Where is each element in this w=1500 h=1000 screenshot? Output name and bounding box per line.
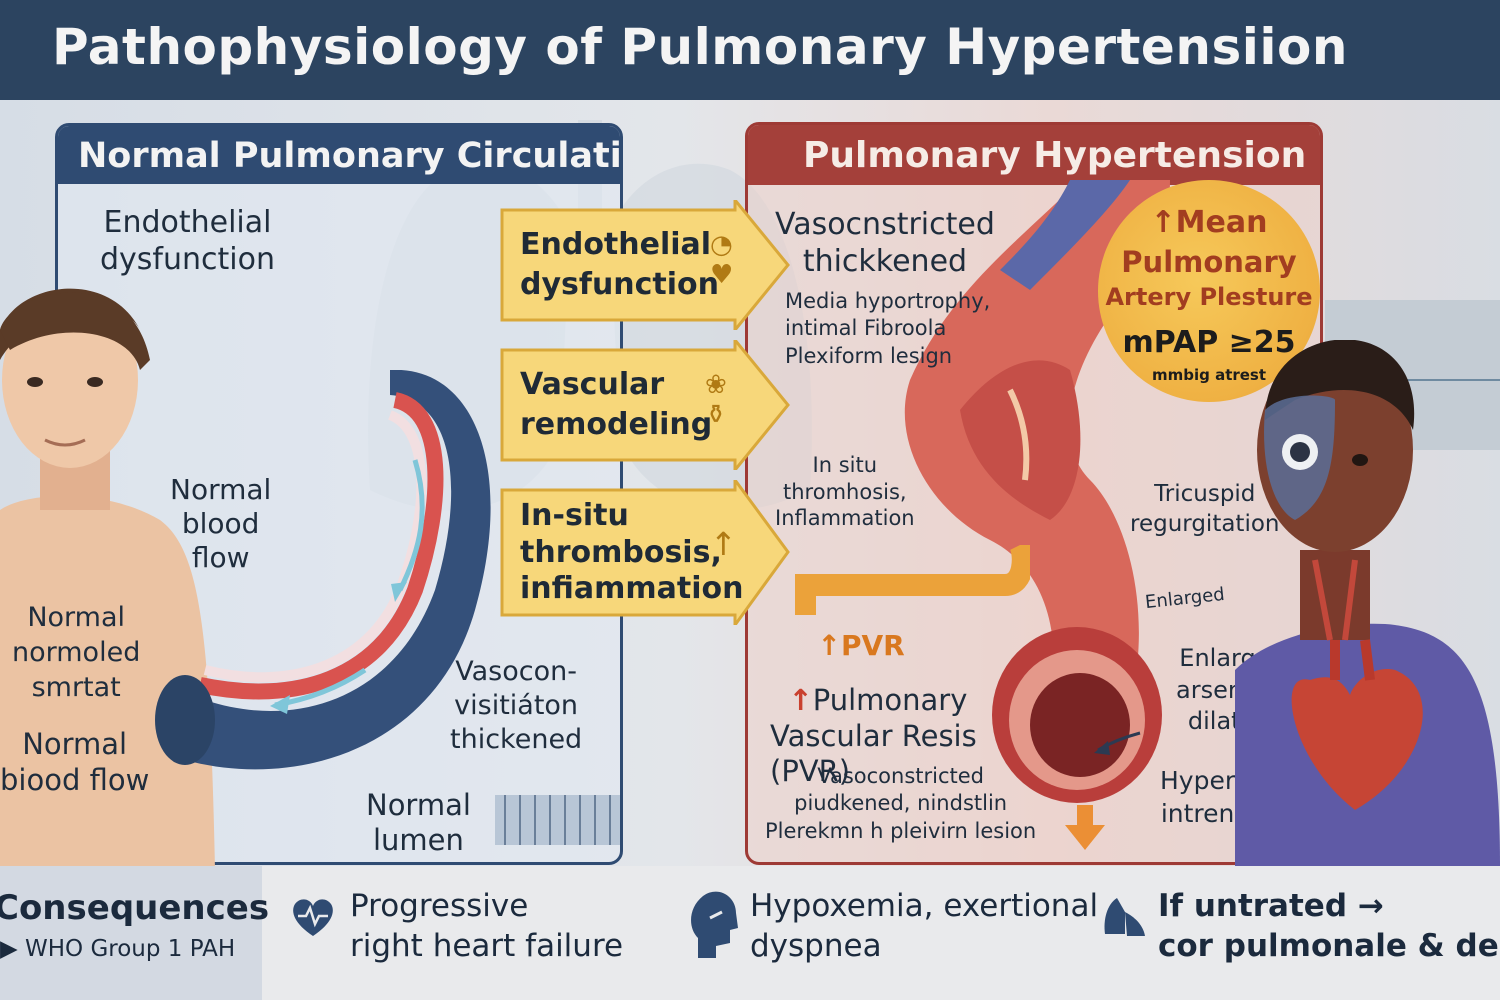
label-normal-lumen: Normal lumen xyxy=(366,788,471,857)
label-normal-blood-flow-2: Normal biood flow xyxy=(0,727,150,798)
label-vasoconstricted-thickened: Vasocnstricted thickkened xyxy=(775,207,995,279)
ph-panel-title-bar: Pulmonary Hypertension xyxy=(748,125,1320,185)
label-endothelial-normal: Endothelial dysfunction xyxy=(100,205,275,277)
mechanism-arrow-shape xyxy=(500,200,790,330)
mechanism-thrombosis-inflammation: In-situ thrombosis, infiammation ↑ xyxy=(500,480,790,625)
normal-panel-title: Normal Pulmonary Circulation xyxy=(78,136,623,176)
mpap-badge: ↑Mean Pulmonary Artery Plesture mPAP ≥25… xyxy=(1098,180,1320,402)
cells-icon: ❀⚱ xyxy=(705,370,727,430)
pvr-up-icon: ↑ xyxy=(817,629,841,663)
ph-patient-illustration xyxy=(1235,340,1500,866)
play-icon: ▶ xyxy=(0,936,25,962)
ph-panel-title: Pulmonary Hypertension xyxy=(803,135,1307,176)
consequences-title-column: Consequences ▶ WHO Group 1 PAH xyxy=(0,866,269,1000)
label-pvr-full: ↑Pulmonary Vascular Resis (PVR) xyxy=(770,683,977,789)
mechanism-label: Vascular remodeling xyxy=(520,367,713,442)
mpap-line1: ↑Mean xyxy=(1150,205,1268,240)
consequence-cor-pulmonale: If untrated → cor pulmonale & death xyxy=(1158,888,1500,965)
page-title: Pathophysiology of Pulmonary Hypertensii… xyxy=(52,18,1348,76)
head-profile-icon xyxy=(691,891,738,958)
consequences-footer: Consequences ▶ WHO Group 1 PAH Progressi… xyxy=(0,866,1500,1000)
consequences-subtitle: ▶ WHO Group 1 PAH xyxy=(0,936,236,962)
down-arrow-icon xyxy=(1065,805,1105,850)
mechanism-arrow-shape xyxy=(500,340,790,470)
normal-person-illustration xyxy=(0,288,215,870)
label-normal-normoled: Normal normoled smrtat xyxy=(12,602,141,704)
label-vasocon-thickened: Vasocon- visitiáton thickened xyxy=(450,656,583,755)
pvr-full-up-icon: ↑ xyxy=(788,683,813,718)
lung-icon xyxy=(1104,898,1145,936)
mechanism-vascular-remodeling: Vascular remodeling ❀⚱ xyxy=(500,340,790,470)
mpap-up-icon: ↑ xyxy=(1150,205,1176,240)
mechanism-arrow-shape xyxy=(500,480,790,625)
header-bar: Pathophysiology of Pulmonary Hypertensii… xyxy=(0,0,1500,100)
heart-ecg-icon xyxy=(293,899,333,936)
label-normal-blood-flow: Normal blood flow xyxy=(170,473,272,575)
consequence-hypoxemia: Hypoxemia, exertional dyspnea xyxy=(750,888,1099,965)
mpap-unit: mmbig atrest xyxy=(1151,366,1267,384)
pvr-arrow xyxy=(795,545,1030,615)
consequence-heart-failure: Progressive right heart failure xyxy=(350,888,624,965)
label-in-situ-thrombosis: In situ thromhosis, Inflammation xyxy=(775,453,915,531)
normal-lumen-illustration xyxy=(495,795,620,845)
mechanism-label: In-situ thrombosis, infiammation xyxy=(520,498,744,607)
label-tricuspid-regurgitation: Tricuspid regurgitation xyxy=(1130,481,1280,537)
normal-panel-title-bar: Normal Pulmonary Circulation xyxy=(58,126,620,184)
mpap-value: mPAP ≥25 xyxy=(1122,325,1296,360)
mpap-line2: Pulmonary xyxy=(1121,245,1297,279)
thickened-lumen-crosssection xyxy=(992,627,1162,803)
endothelium-icon: ◔♥ xyxy=(710,230,734,290)
normal-vessel-illustration xyxy=(155,370,491,770)
up-arrow-icon: ↑ xyxy=(710,525,737,563)
pvr-label: ↑PVR xyxy=(817,629,905,663)
mpap-line3: Artery Plesture xyxy=(1105,283,1313,311)
label-media-hypertrophy: Media hyportrophy, intimal Fibroola Plex… xyxy=(785,289,991,368)
label-bottom-vasoconstricted: Vasoconstricted piudkened, nindstlin Ple… xyxy=(765,764,1037,843)
consequences-title: Consequences xyxy=(0,888,270,928)
mechanism-endothelial-dysfunction: Endothelial dysfunction ◔♥ xyxy=(500,200,790,330)
mechanism-label: Endothelial dysfunction xyxy=(520,227,720,302)
